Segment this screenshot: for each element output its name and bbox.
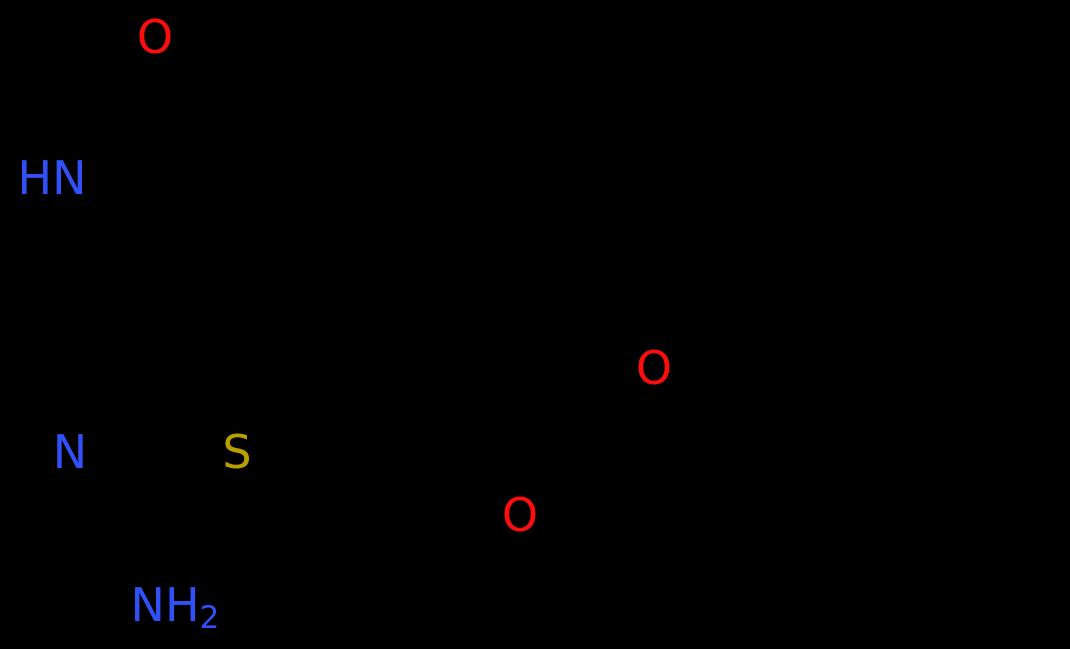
bond-upper-chain-i [817,0,903,63]
bond-c4-n-inner [109,329,159,431]
bond-upper-chain-k [1027,265,1070,303]
bond-n-c2 [77,479,155,551]
bond-c2-nh2 [157,549,173,581]
bond-c-to-chain [147,135,253,258]
bond-c4-n [79,317,131,423]
bond-upper-chain-e [637,157,763,233]
bond-upper-chain-d [517,157,643,228]
bond-upper-chain-a [247,147,343,258]
aromatic-ring-right [835,204,1033,436]
oxygen-label-amide-carbonyl: O [136,10,174,64]
bond-upper-chain-g [637,57,703,163]
bond-ring-substituent-up2 [931,52,1033,113]
bond-c4-c5 [129,319,225,423]
bond-upper-chain-f [757,227,841,271]
bond-benzylic-to-ring [739,375,841,435]
bond-ester-double-o [517,429,583,505]
nitrogen-label-primary-amine: NH2 [130,577,220,636]
bond-upper-chain-j [1027,52,1070,83]
sulfur-label-thiazole-ring: S [222,425,252,479]
nitrogen-label-amide-hn: HN [17,151,87,205]
bond-upper-chain-l [931,430,1003,503]
bond-upper-chain-b [337,92,423,153]
bond-c-to-hn [92,137,145,175]
bond-o-to-benzylic [673,382,745,435]
bond-s-c2 [165,479,235,551]
oxygen-label-ester-single: O [635,341,673,395]
bond-chain-to-aryl-b [432,222,523,293]
bond-chain-to-ester [432,385,565,441]
bond-carbonyl-double [112,75,173,150]
bond-upper-chain-c [417,92,523,228]
oxygen-label-ester-double: O [501,488,539,542]
bond-chain-up-right [345,385,438,455]
bond-hn-to-c4 [65,205,131,321]
bond-c5-s [225,417,239,427]
nitrogen-label-thiazole-ring: N [52,425,88,479]
bond-ester-to-o [567,382,635,435]
